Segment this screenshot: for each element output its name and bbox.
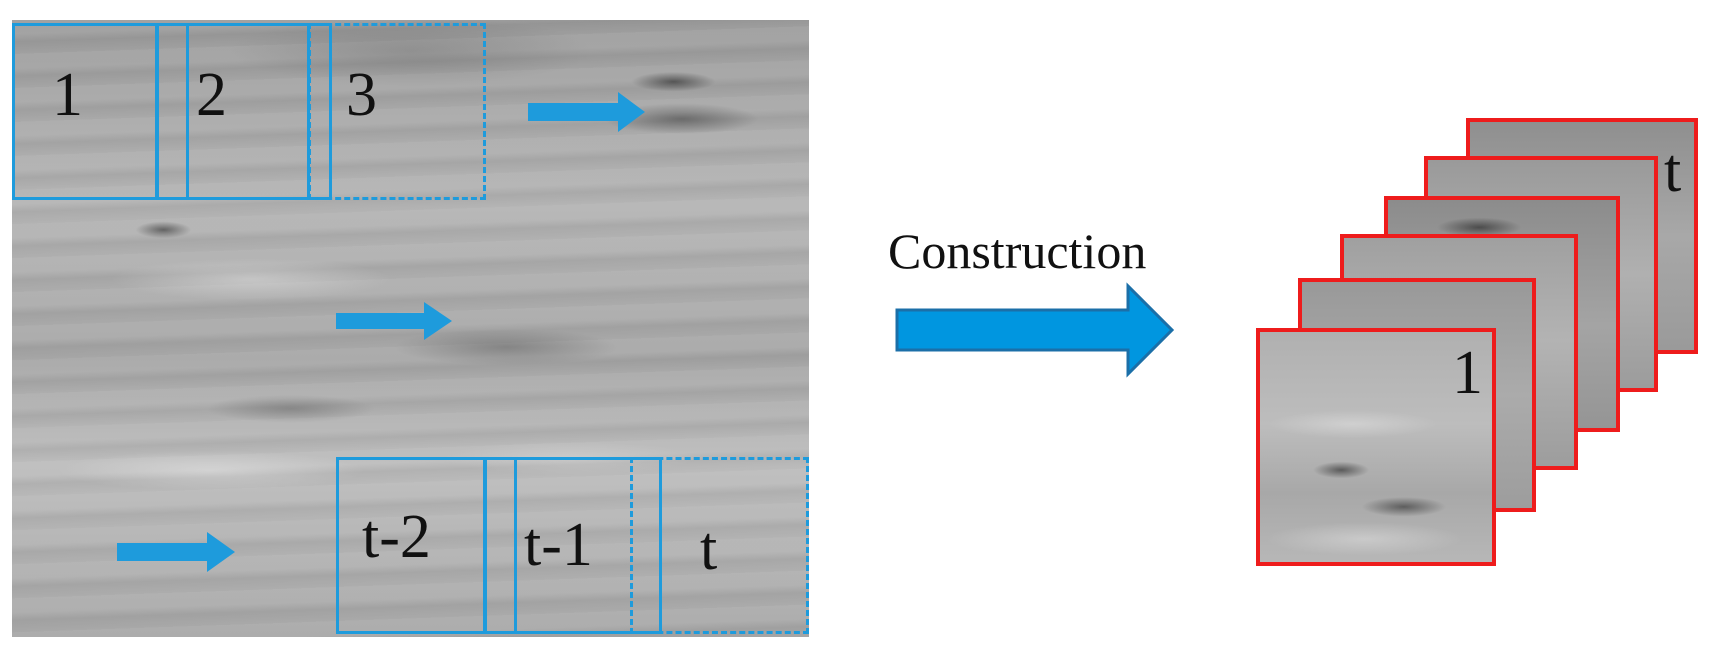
construction-arrow xyxy=(895,282,1175,378)
slide-direction-arrow-top xyxy=(528,92,645,132)
window-t xyxy=(630,457,809,634)
stack-frame-1 xyxy=(1256,328,1496,566)
stack-frame-label-t: t xyxy=(1664,137,1682,205)
stack-frame-label-1: 1 xyxy=(1452,339,1483,407)
window-label-t-1: t-1 xyxy=(524,511,593,579)
window-t-1-overlap xyxy=(514,457,662,634)
window-label-3: 3 xyxy=(346,61,377,129)
window-label-t: t xyxy=(700,515,718,583)
slide-direction-arrow-bottom xyxy=(117,532,235,572)
window-2-overlap xyxy=(186,23,332,200)
window-1 xyxy=(12,23,158,200)
window-label-t-2: t-2 xyxy=(362,503,431,571)
construction-label: Construction xyxy=(888,223,1147,279)
window-label-2: 2 xyxy=(196,61,227,129)
window-3 xyxy=(308,23,486,200)
window-label-1: 1 xyxy=(52,61,83,129)
slide-direction-arrow-middle xyxy=(336,302,452,340)
